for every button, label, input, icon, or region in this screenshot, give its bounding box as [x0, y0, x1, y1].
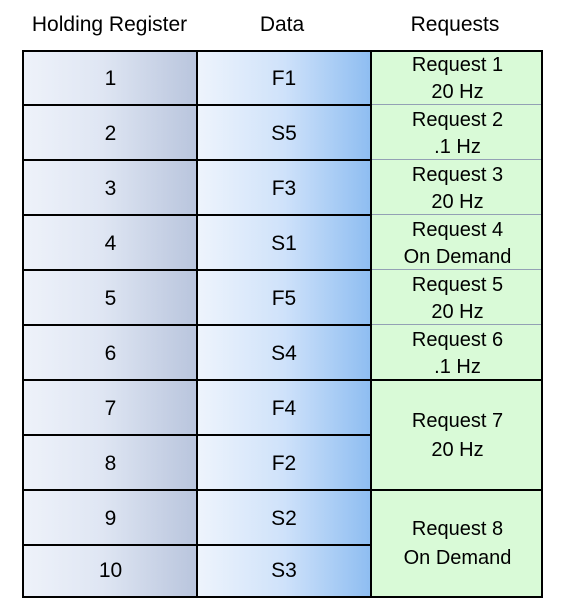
request-name: Request 1: [411, 54, 504, 76]
request-cell: Request 4 On Demand: [372, 216, 541, 271]
request-cell: Request 6 .1 Hz: [372, 326, 541, 381]
data-cell: F1: [271, 67, 297, 90]
request-rate: 20 Hz: [431, 439, 484, 461]
data-cell: S3: [271, 559, 297, 582]
request-rate: 20 Hz: [431, 81, 484, 103]
request-name: Request 2: [411, 108, 504, 131]
data-cell: S1: [271, 231, 297, 255]
request-name: Request 7: [411, 410, 504, 432]
data-cell: S5: [271, 121, 297, 145]
register-cell: 9: [104, 506, 117, 530]
data-cell: S2: [271, 506, 297, 530]
request-cell: Request 8 On Demand: [372, 491, 541, 596]
request-cell: Request 7 20 Hz: [372, 381, 541, 491]
register-cell: 8: [104, 451, 117, 475]
request-name: Request 6: [411, 328, 504, 351]
request-cell: Request 1 20 Hz: [372, 52, 541, 106]
request-name: Request 5: [411, 273, 504, 296]
request-rate: On Demand: [403, 546, 512, 569]
data-cell: F5: [271, 286, 297, 310]
request-rate: .1 Hz: [434, 135, 481, 158]
request-rate: 20 Hz: [431, 190, 484, 213]
register-cell: 6: [104, 341, 117, 365]
register-cell: 10: [98, 559, 123, 582]
header-holding-register: Holding Register: [31, 13, 188, 36]
request-cell: Request 2 .1 Hz: [372, 106, 541, 161]
register-cell: 5: [104, 286, 117, 310]
request-name: Request 4: [411, 218, 504, 241]
request-name: Request 8: [411, 517, 504, 540]
register-cell: 3: [104, 176, 117, 200]
data-cell: S4: [271, 341, 297, 365]
data-cell: F3: [271, 176, 297, 200]
data-cell: F2: [271, 451, 297, 475]
register-table: 1 2 3 4 5 6 7 8 9 10 F1 S5 F3 S1 F5 S4 F…: [22, 50, 543, 598]
register-cell: 2: [104, 121, 117, 145]
register-cell: 1: [104, 67, 117, 90]
data-cell: F4: [271, 396, 297, 420]
request-cell: Request 5 20 Hz: [372, 271, 541, 326]
register-cell: 4: [104, 231, 117, 255]
header-requests: Requests: [410, 13, 500, 36]
request-cell: Request 3 20 Hz: [372, 161, 541, 216]
request-name: Request 3: [411, 163, 504, 186]
request-rate: .1 Hz: [434, 355, 481, 378]
request-rate: On Demand: [403, 245, 512, 268]
request-rate: 20 Hz: [431, 300, 484, 323]
header-data: Data: [259, 13, 305, 36]
register-cell: 7: [104, 396, 117, 420]
